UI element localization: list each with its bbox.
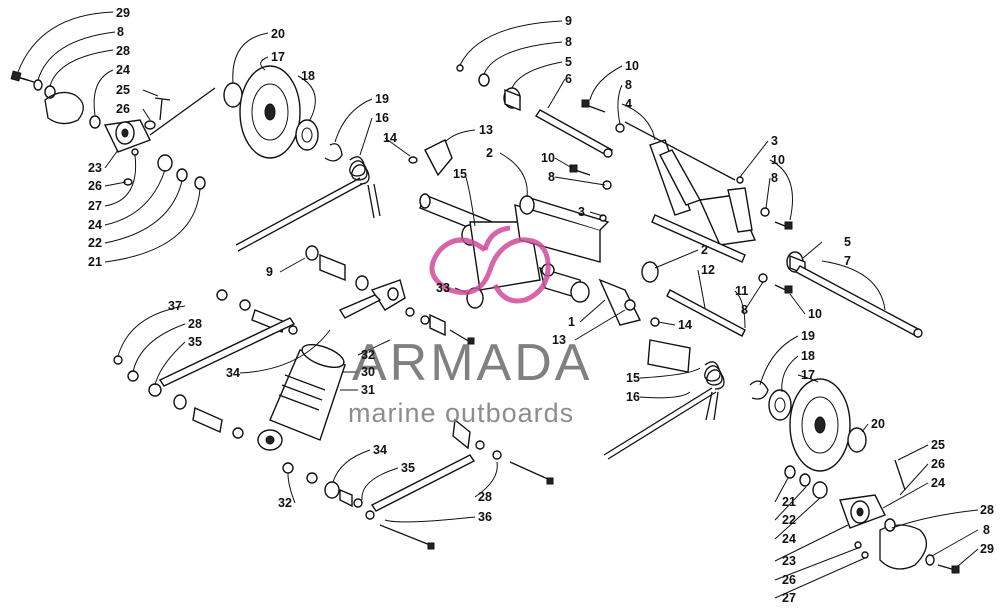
callout-label: 27 (782, 591, 796, 605)
callout-label: 35 (188, 335, 202, 349)
lower-torsion-spring (603, 361, 725, 460)
callout-label: 29 (980, 542, 994, 556)
lower-right-bracket-assembly (784, 459, 960, 574)
callout-label: 17 (271, 50, 285, 64)
callout-label: 26 (931, 457, 945, 471)
callout-label: 8 (771, 171, 778, 185)
upper-right-shaft-assembly (456, 64, 923, 373)
callout-label: 8 (548, 170, 555, 184)
callout-label: 3 (578, 205, 585, 219)
callout-label: 9 (266, 265, 273, 279)
callout-label: 28 (478, 490, 492, 504)
lower-rod-assembly (282, 418, 554, 550)
callout-label: 8 (741, 303, 748, 317)
callout-label: 28 (980, 503, 994, 517)
callout-label: 11 (735, 284, 748, 298)
callout-label: 10 (771, 153, 785, 167)
callout-label: 15 (626, 371, 640, 385)
callout-label: 28 (116, 44, 130, 58)
callout-label: 16 (375, 111, 389, 125)
callout-label: 23 (782, 554, 796, 568)
callout-label: 18 (801, 349, 815, 363)
callout-label: 14 (383, 131, 397, 145)
shock-absorber-assembly (257, 245, 475, 451)
callout-label: 17 (801, 368, 815, 382)
callout-label: 16 (626, 390, 640, 404)
callout-label: 24 (782, 532, 796, 546)
callout-label: 3 (771, 134, 778, 148)
callout-label: 25 (931, 438, 945, 452)
upper-left-bracket-assembly (10, 70, 216, 190)
callout-label: 29 (116, 6, 130, 20)
callout-label: 1 (568, 315, 575, 329)
lower-idler-wheel (749, 378, 867, 472)
callout-label: 8 (565, 35, 572, 49)
callout-label: 21 (782, 495, 796, 509)
callout-label: 5 (565, 55, 572, 69)
upper-torsion-spring (235, 156, 381, 252)
callout-labels: 29 8 28 24 25 26 23 26 27 24 22 21 20 17… (88, 6, 994, 605)
callout-label: 30 (361, 365, 375, 379)
callout-label: 10 (808, 307, 822, 321)
callout-label: 5 (844, 235, 851, 249)
callout-label: 24 (931, 476, 945, 490)
callout-label: 7 (844, 254, 851, 268)
callout-label: 12 (701, 263, 715, 277)
parts-drawing (10, 64, 960, 574)
callout-label: 22 (88, 236, 102, 250)
callout-label: 27 (88, 199, 102, 213)
callout-label: 28 (188, 317, 202, 331)
callout-label: 9 (565, 14, 572, 28)
callout-label: 4 (625, 97, 632, 111)
callout-label: 8 (983, 523, 990, 537)
callout-label: 24 (116, 63, 130, 77)
callout-label: 24 (88, 218, 102, 232)
callout-label: 20 (871, 417, 885, 431)
callout-label: 19 (801, 329, 815, 343)
callout-label: 35 (401, 461, 415, 475)
callout-label: 14 (678, 318, 692, 332)
callout-label: 26 (88, 179, 102, 193)
callout-label: 20 (271, 27, 285, 41)
armada-logo-icon (429, 225, 551, 304)
left-rod-assembly (113, 289, 298, 439)
callout-label: 6 (565, 72, 572, 86)
upper-idler-wheel (223, 65, 343, 162)
callout-label: 37 (168, 299, 182, 313)
callout-label: 21 (88, 255, 102, 269)
callout-label: 26 (116, 102, 130, 116)
callout-label: 10 (541, 151, 555, 165)
callout-label: 13 (479, 123, 493, 137)
callout-label: 33 (436, 281, 450, 295)
callout-label: 2 (486, 146, 493, 160)
watermark-brand: ARMADA (352, 334, 592, 392)
callout-label: 8 (625, 78, 632, 92)
callout-label: 31 (361, 383, 375, 397)
callout-label: 22 (782, 513, 796, 527)
callout-label: 25 (116, 83, 130, 97)
callout-label: 8 (117, 25, 124, 39)
callout-label: 2 (701, 243, 708, 257)
callout-label: 34 (226, 366, 240, 380)
callout-label: 32 (278, 496, 292, 510)
callout-label: 36 (478, 510, 492, 524)
callout-label: 19 (375, 92, 389, 106)
callout-label: 18 (301, 69, 315, 83)
callout-label: 15 (453, 167, 467, 181)
callout-label: 26 (782, 573, 796, 587)
callout-label: 32 (361, 348, 375, 362)
callout-label: 34 (373, 443, 387, 457)
armada-watermark: ARMADA marine outboards (348, 225, 592, 428)
callout-label: 13 (552, 333, 566, 347)
watermark-tagline: marine outboards (348, 398, 574, 428)
callout-label: 10 (625, 59, 639, 73)
callout-label: 23 (88, 161, 102, 175)
